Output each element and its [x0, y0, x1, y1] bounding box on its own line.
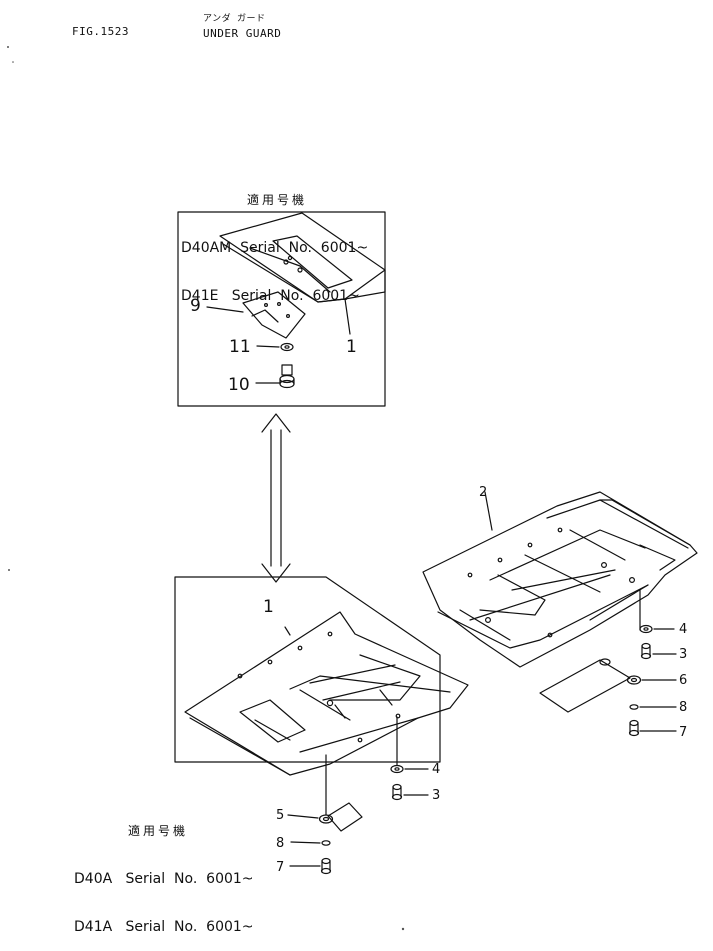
leader-1-bottom — [284, 626, 291, 636]
under-guard-1 — [184, 611, 469, 776]
callout-6: 6 — [679, 673, 687, 688]
callout-2: 2 — [479, 485, 487, 500]
callout-8-bottom: 8 — [276, 836, 284, 851]
leader-1-top — [344, 298, 351, 335]
callout-7-right: 7 — [679, 725, 687, 740]
bolt-10 — [279, 364, 295, 389]
leader-2 — [484, 491, 493, 531]
callout-3-right: 3 — [679, 647, 687, 662]
figure-number: FIG.1523 — [72, 25, 129, 38]
bolt-7-right — [628, 719, 640, 737]
washer-4 — [390, 764, 404, 774]
bolt-3-right — [640, 642, 652, 660]
plate-6 — [539, 658, 642, 713]
callout-5: 5 — [276, 808, 284, 823]
double-arrow — [261, 413, 291, 583]
callout-7-bottom: 7 — [276, 860, 284, 875]
plate-5 — [318, 802, 363, 832]
serial-block-bottom: 適用号機 D40A Serial No. 6001~ D41A Serial N… — [74, 791, 254, 951]
bolt-7 — [320, 857, 332, 875]
leader-9 — [206, 306, 244, 313]
serial-line-d40a: D40A Serial No. 6001~ — [74, 871, 254, 887]
leader-11 — [256, 345, 280, 348]
serial-line-d40am: D40AM Serial No. 6001~ — [181, 240, 369, 256]
leader-8 — [290, 841, 321, 844]
callout-11: 11 — [229, 337, 251, 357]
under-guard-2 — [422, 491, 698, 668]
guard-plate-inset — [219, 212, 386, 303]
scan-specks — [7, 46, 405, 931]
leader-5 — [287, 814, 319, 819]
washer-4-right — [639, 624, 653, 634]
serial-line-d41e: D41E Serial No. 6001~ — [181, 288, 360, 304]
washer-8 — [321, 840, 331, 846]
callout-3-bottom: 3 — [432, 788, 440, 803]
washer-11 — [280, 342, 294, 352]
washer-8-right — [629, 704, 639, 710]
callout-9: 9 — [190, 296, 201, 316]
serial-block-top: 適用号機 D40AM Serial No. 6001~ D41E Serial … — [181, 160, 368, 320]
callout-4-bottom: 4 — [432, 762, 440, 777]
serial-heading-bottom: 適用号機 — [128, 824, 189, 838]
cover-plate-9 — [242, 291, 306, 339]
callout-8-right: 8 — [679, 700, 687, 715]
callout-10: 10 — [228, 375, 250, 395]
callout-4-right: 4 — [679, 622, 687, 637]
title-kana: アンダ ガード — [203, 14, 266, 24]
callout-1-bottom: 1 — [263, 597, 274, 617]
serial-line-d41a: D41A Serial No. 6001~ — [74, 919, 254, 935]
bolt-3 — [391, 783, 403, 801]
inset-frame-bottom — [174, 576, 441, 763]
page-title: UNDER GUARD — [203, 27, 282, 40]
serial-heading-top: 適用号機 — [247, 193, 308, 207]
inset-frame-top — [177, 211, 386, 407]
callout-1-top: 1 — [346, 337, 357, 357]
